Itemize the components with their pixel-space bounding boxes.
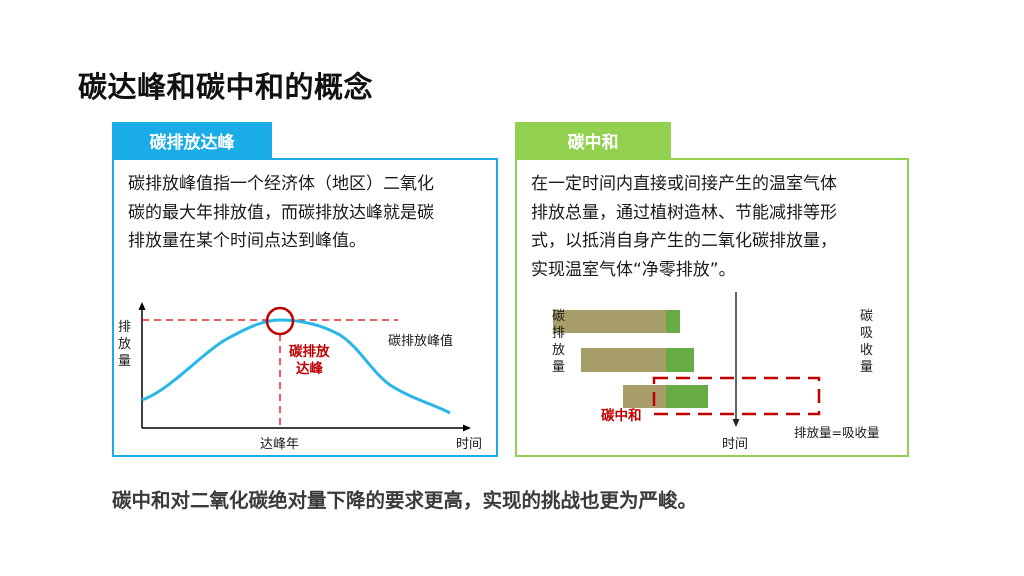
tab-carbon-peak-label: 碳排放达峰	[149, 133, 235, 153]
time-axis-arrow-icon	[732, 419, 740, 427]
description-line: 在一定时间内直接或间接产生的温室气体	[531, 174, 837, 194]
carbon-neutral-description: 在一定时间内直接或间接产生的温室气体 排放总量，通过植树造林、节能减排等形 式，…	[531, 170, 903, 284]
tab-carbon-peak: 碳排放达峰	[112, 122, 272, 159]
time-label: 时间	[722, 437, 748, 452]
tab-carbon-neutral-label: 碳中和	[567, 133, 619, 153]
tab-carbon-neutral: 碳中和	[515, 122, 671, 159]
neutral-callout: 碳中和	[601, 407, 642, 424]
x-axis-arrow-icon	[463, 424, 471, 432]
absorption-bar	[666, 385, 708, 408]
neutral-highlight-box	[652, 376, 821, 416]
x-axis-label: 时间	[456, 437, 482, 452]
right-label-char: 收	[860, 343, 873, 358]
absorption-bar	[666, 348, 694, 372]
y-axis-label-char: 量	[118, 354, 131, 369]
y-axis-arrow-icon	[138, 302, 146, 310]
emission-bar	[581, 348, 666, 372]
right-label-char: 吸	[860, 326, 873, 341]
peak-callout-line: 碳排放	[289, 343, 330, 360]
description-line: 式，以抵消自身产生的二氧化碳排放量，	[531, 231, 837, 251]
left-label-char: 量	[552, 360, 565, 375]
description-line: 实现温室气体“净零排放”。	[531, 259, 736, 280]
left-label-char: 放	[552, 343, 565, 358]
page-title: 碳达峰和碳中和的概念	[78, 70, 374, 104]
peak-callout-line: 达峰	[296, 360, 323, 377]
right-label-char: 量	[860, 360, 873, 375]
emission-bar	[623, 385, 666, 408]
left-label-char: 排	[552, 326, 565, 341]
description-line: 碳的最大年排放值，而碳排放达峰就是碳	[128, 202, 434, 223]
carbon-peak-description: 碳排放峰值指一个经济体（地区）二氧化 碳的最大年排放值，而碳排放达峰就是碳 排放…	[128, 170, 488, 256]
y-axis-label-char: 放	[118, 337, 131, 352]
right-label-char: 碳	[860, 309, 873, 324]
description-line: 排放量在某个时间点达到峰值。	[128, 231, 366, 251]
peak-year-label: 达峰年	[260, 437, 299, 452]
emission-bar	[553, 310, 666, 333]
bottom-note: 碳中和对二氧化碳绝对量下降的要求更高，实现的挑战也更为严峻。	[112, 489, 698, 512]
emission-curve	[141, 318, 451, 415]
carbon-neutral-panel	[515, 158, 909, 457]
equation-label: 排放量=吸收量	[794, 425, 879, 440]
peak-value-label: 碳排放峰值	[388, 333, 453, 349]
y-axis-label-char: 排	[118, 320, 131, 335]
description-line: 排放总量，通过植树造林、节能减排等形	[531, 202, 837, 223]
peak-marker-icon	[265, 306, 295, 336]
absorption-bar	[666, 310, 680, 333]
description-line: 碳排放峰值指一个经济体（地区）二氧化	[128, 174, 434, 194]
left-label-char: 碳	[552, 309, 565, 324]
